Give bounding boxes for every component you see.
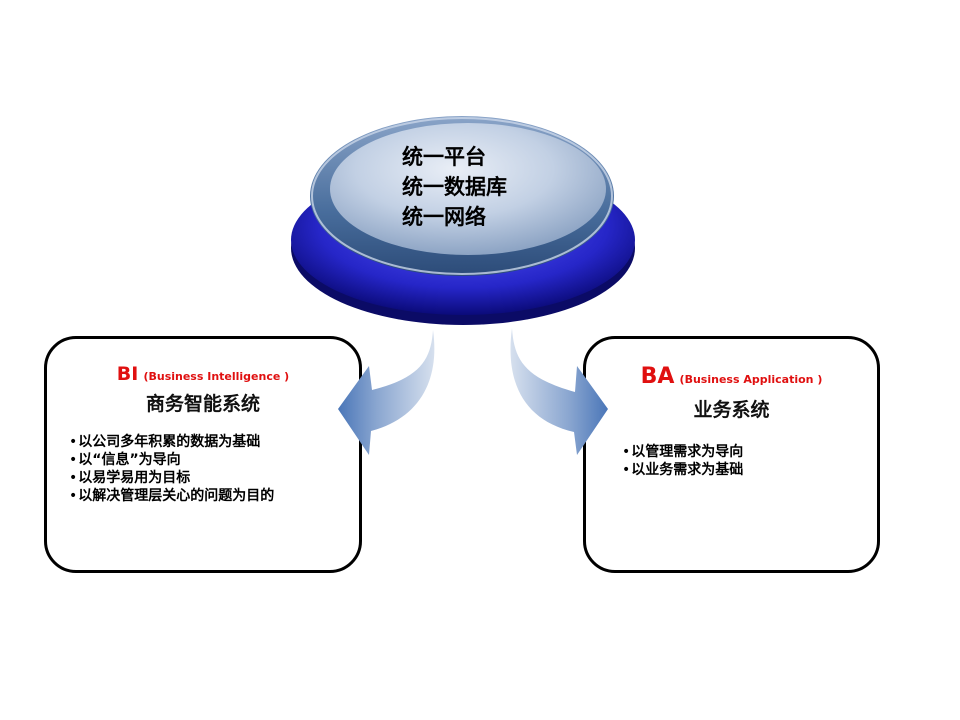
hub-text: 统一平台 统一数据库 统一网络 xyxy=(402,142,507,232)
ba-title: BA (Business Application ) xyxy=(586,364,877,389)
ba-bullet: 以管理需求为导向 xyxy=(622,443,743,461)
ba-box: BA (Business Application ) 业务系统 以管理需求为导向… xyxy=(583,336,880,573)
bi-box: BI (Business Intelligence ) 商务智能系统 以公司多年… xyxy=(44,336,362,573)
hub-line-platform: 统一平台 xyxy=(402,145,486,169)
hub-line-network: 统一网络 xyxy=(402,205,486,229)
bi-subtitle: 商务智能系统 xyxy=(145,393,260,415)
bi-bullet: 以“信息”为导向 xyxy=(69,451,274,469)
bi-bullet: 以解决管理层关心的问题为目的 xyxy=(69,487,274,505)
bi-bullet-list: 以公司多年积累的数据为基础 以“信息”为导向 以易学易用为目标 以解决管理层关心… xyxy=(69,433,274,505)
ba-subtitle: 业务系统 xyxy=(693,399,770,421)
ba-bullet-list: 以管理需求为导向 以业务需求为基础 xyxy=(622,443,743,479)
bi-full-name: (Business Intelligence ) xyxy=(143,370,290,383)
bi-title: BI (Business Intelligence ) xyxy=(47,363,359,385)
bi-bullet: 以公司多年积累的数据为基础 xyxy=(69,433,274,451)
hub-line-database: 统一数据库 xyxy=(402,175,507,199)
bi-abbr: BI xyxy=(116,363,139,385)
ba-full-name: (Business Application ) xyxy=(679,373,823,386)
ba-abbr: BA xyxy=(640,364,675,389)
bi-bullet: 以易学易用为目标 xyxy=(69,469,274,487)
ba-bullet: 以业务需求为基础 xyxy=(622,461,743,479)
